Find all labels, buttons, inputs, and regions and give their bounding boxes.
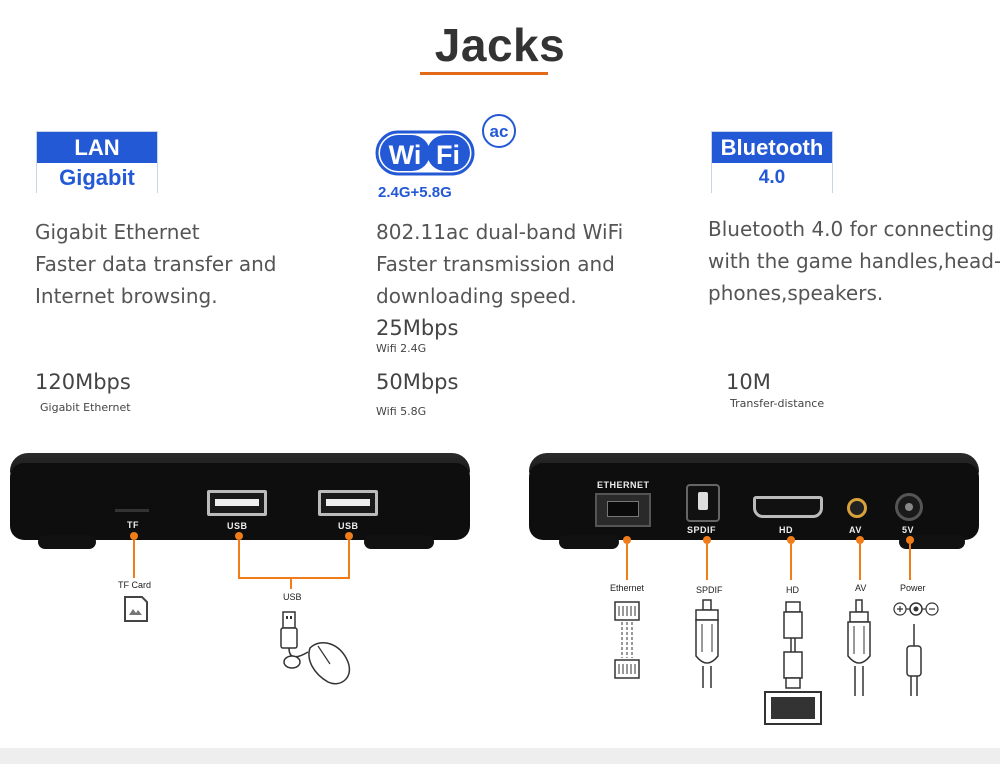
usb-callout-line (290, 577, 292, 589)
lan-badge: LAN Gigabit (36, 131, 158, 193)
bluetooth-badge: Bluetooth 4.0 (711, 131, 833, 193)
left-device: TF USB USB (10, 453, 470, 553)
wifi-speed-58-label: Wifi 5.8G (376, 405, 427, 418)
hdmi-port (753, 496, 823, 518)
power-port (895, 493, 923, 521)
bluetooth-description: Bluetooth 4.0 for connecting with the ga… (708, 213, 1000, 309)
bluetooth-desc-line: with the game handles,head- (708, 249, 1000, 273)
right-device: ETHERNET SPDIF HD AV 5V (529, 453, 979, 553)
usb-callout-dot (235, 532, 243, 540)
av-port (847, 498, 867, 518)
lan-badge-top: LAN (37, 132, 157, 163)
wifi-speed-24-label: Wifi 2.4G (376, 342, 427, 355)
power-port-label: 5V (902, 525, 915, 535)
lan-desc-line: Internet browsing. (35, 284, 218, 308)
title-underline (420, 72, 548, 75)
tf-callout-line (133, 540, 135, 578)
ethernet-callout-dot (623, 536, 631, 544)
ac-text: ac (490, 122, 509, 141)
usb-caption: USB (283, 592, 302, 602)
usb-callout-line (348, 540, 350, 578)
wifi-desc-line: downloading speed. (376, 284, 577, 308)
usb-port-label-1: USB (227, 521, 248, 531)
tf-card-caption: TF Card (118, 580, 152, 590)
tf-card-icon (124, 596, 148, 622)
bottom-bar (0, 748, 1000, 764)
lan-desc-line: Faster data transfer and (35, 252, 277, 276)
ac-badge: ac (480, 112, 518, 150)
left-device-foot (364, 535, 434, 549)
hd-callout-dot (787, 536, 795, 544)
ethernet-port (595, 493, 651, 527)
power-callout-line (909, 544, 911, 580)
lan-badge-bottom: Gigabit (37, 163, 157, 193)
left-device-foot (38, 535, 96, 549)
wifi-bands: 2.4G+5.8G (378, 184, 452, 201)
spdif-callout-dot (703, 536, 711, 544)
usb-callout-dot (345, 532, 353, 540)
av-callout-line (859, 544, 861, 580)
wifi-description: 802.11ac dual-band WiFi Faster transmiss… (376, 216, 623, 312)
av-callout-dot (856, 536, 864, 544)
av-caption: AV (855, 583, 867, 593)
usb-port-2 (318, 490, 378, 516)
hdmi-cable-tv-icon (764, 601, 822, 725)
usb-port-label-2: USB (338, 521, 359, 531)
bluetooth-desc-line: Bluetooth 4.0 for connecting (708, 217, 995, 241)
hd-caption: HD (786, 585, 799, 595)
lan-speed: 120Mbps (35, 370, 131, 394)
bluetooth-badge-bottom: 4.0 (712, 163, 832, 193)
ethernet-cable-icon (614, 601, 640, 679)
av-cable-icon (847, 599, 871, 696)
ethernet-port-label: ETHERNET (597, 480, 650, 490)
page-title: Jacks (434, 19, 566, 71)
bluetooth-desc-line: phones,speakers. (708, 281, 884, 305)
spdif-cable-icon (695, 599, 719, 688)
right-device-foot (559, 535, 619, 549)
tf-callout-dot (130, 532, 138, 540)
usb-callout-line (238, 540, 240, 578)
bluetooth-distance: 10M (726, 370, 771, 394)
wifi-speed-24: 25Mbps (376, 316, 459, 340)
wifi-desc-line: Faster transmission and (376, 252, 615, 276)
bluetooth-distance-label: Transfer-distance (730, 397, 825, 410)
usb-callout-line (238, 577, 350, 579)
wifi-desc-line: 802.11ac dual-band WiFi (376, 220, 624, 244)
wifi-logo-icon: Wi Fi (375, 130, 475, 176)
hd-callout-line (790, 544, 792, 580)
av-port-label: AV (849, 525, 862, 535)
ethernet-caption: Ethernet (610, 583, 645, 593)
power-callout-dot (906, 536, 914, 544)
spdif-caption: SPDIF (696, 585, 723, 595)
wifi-speed-58: 50Mbps (376, 370, 459, 394)
spdif-port-label: SPDIF (687, 525, 717, 535)
ethernet-callout-line (626, 544, 628, 580)
tf-slot (115, 509, 149, 512)
ac-circle-icon: ac (482, 114, 516, 148)
power-plug-icon (893, 602, 939, 696)
tf-port-label: TF (127, 520, 139, 530)
usb-port-1 (207, 490, 267, 516)
usb-mouse-icon (280, 611, 351, 685)
lan-speed-label: Gigabit Ethernet (40, 401, 131, 414)
bluetooth-badge-top: Bluetooth (712, 132, 832, 163)
power-caption: Power (900, 583, 926, 593)
hd-port-label: HD (779, 525, 793, 535)
spdif-callout-line (706, 544, 708, 580)
wifi-logo-text-fi: Fi (436, 140, 460, 170)
spdif-port (686, 484, 720, 522)
lan-desc-line: Gigabit Ethernet (35, 220, 200, 244)
wifi-logo-text-wi: Wi (389, 140, 422, 170)
lan-description: Gigabit Ethernet Faster data transfer an… (35, 216, 276, 312)
right-device-foot (899, 535, 965, 549)
